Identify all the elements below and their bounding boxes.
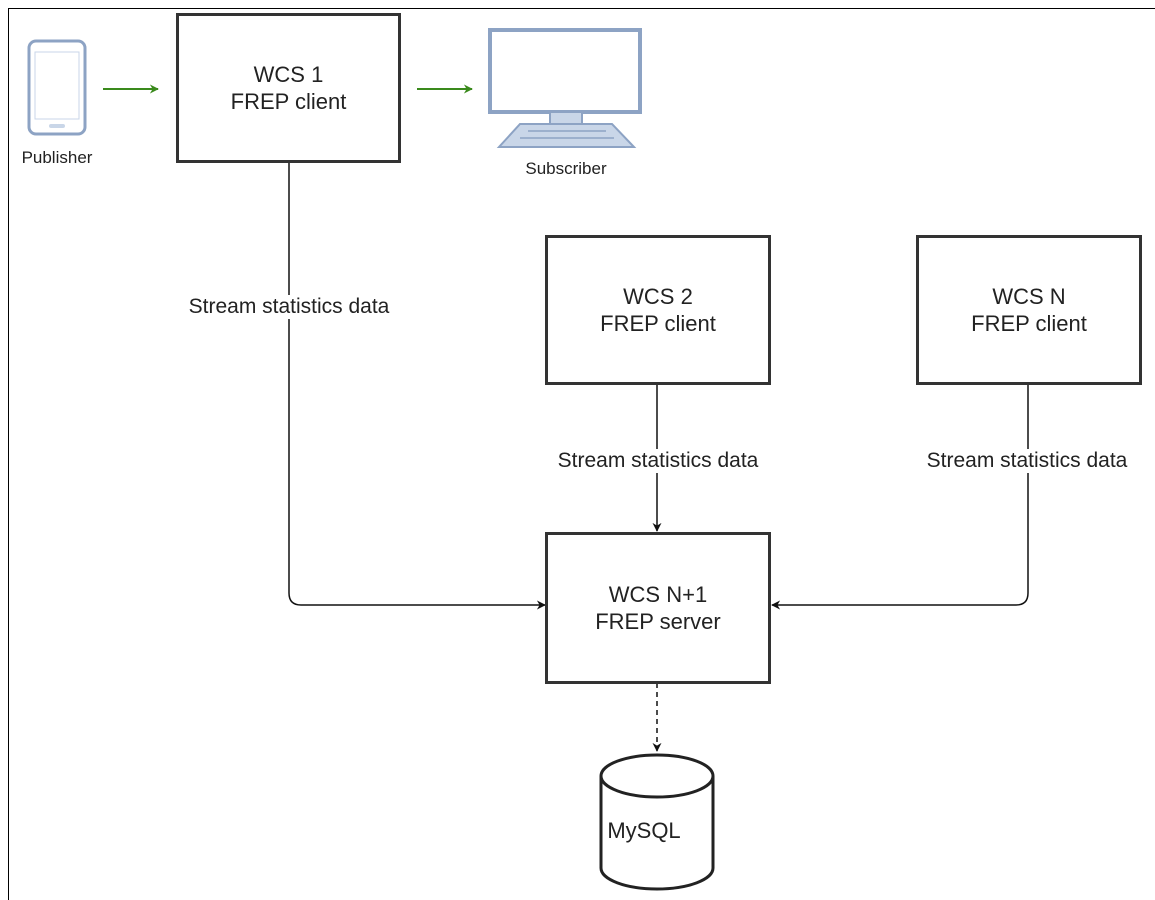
publisher-label: Publisher — [21, 148, 93, 167]
wcs-server-node: WCS N+1 FREP server — [545, 532, 771, 684]
wcsn-frep-client-node: WCS N FREP client — [916, 235, 1142, 385]
wcs2-frep-client-node: WCS 2 FREP client — [545, 235, 771, 385]
wcs1-edge-label: Stream statistics data — [187, 295, 391, 319]
wcsn-role: FREP client — [971, 311, 1087, 336]
wcs2-role: FREP client — [600, 311, 716, 336]
wcs1-role: FREP client — [230, 89, 347, 114]
wcs1-frep-client-node: WCS 1 FREP client — [176, 13, 401, 163]
mysql-database-icon — [599, 753, 715, 891]
wcs1-to-server-edge — [288, 163, 546, 610]
server-role: FREP server — [595, 609, 721, 634]
smartphone-icon — [27, 39, 87, 136]
diagram-frame — [8, 8, 1155, 900]
desktop-monitor-icon — [488, 28, 642, 148]
mysql-label: MySQL — [607, 818, 681, 843]
subscriber-label: Subscriber — [525, 159, 607, 178]
wcsn-title: WCS N — [992, 284, 1066, 309]
wcs1-title: WCS 1 — [253, 62, 324, 87]
server-title: WCS N+1 — [608, 582, 708, 607]
wcsn-to-server-edge — [771, 384, 1029, 610]
wcs2-title: WCS 2 — [623, 284, 693, 309]
wcs2-edge-label: Stream statistics data — [556, 449, 760, 473]
wcsn-edge-label: Stream statistics data — [925, 449, 1129, 473]
